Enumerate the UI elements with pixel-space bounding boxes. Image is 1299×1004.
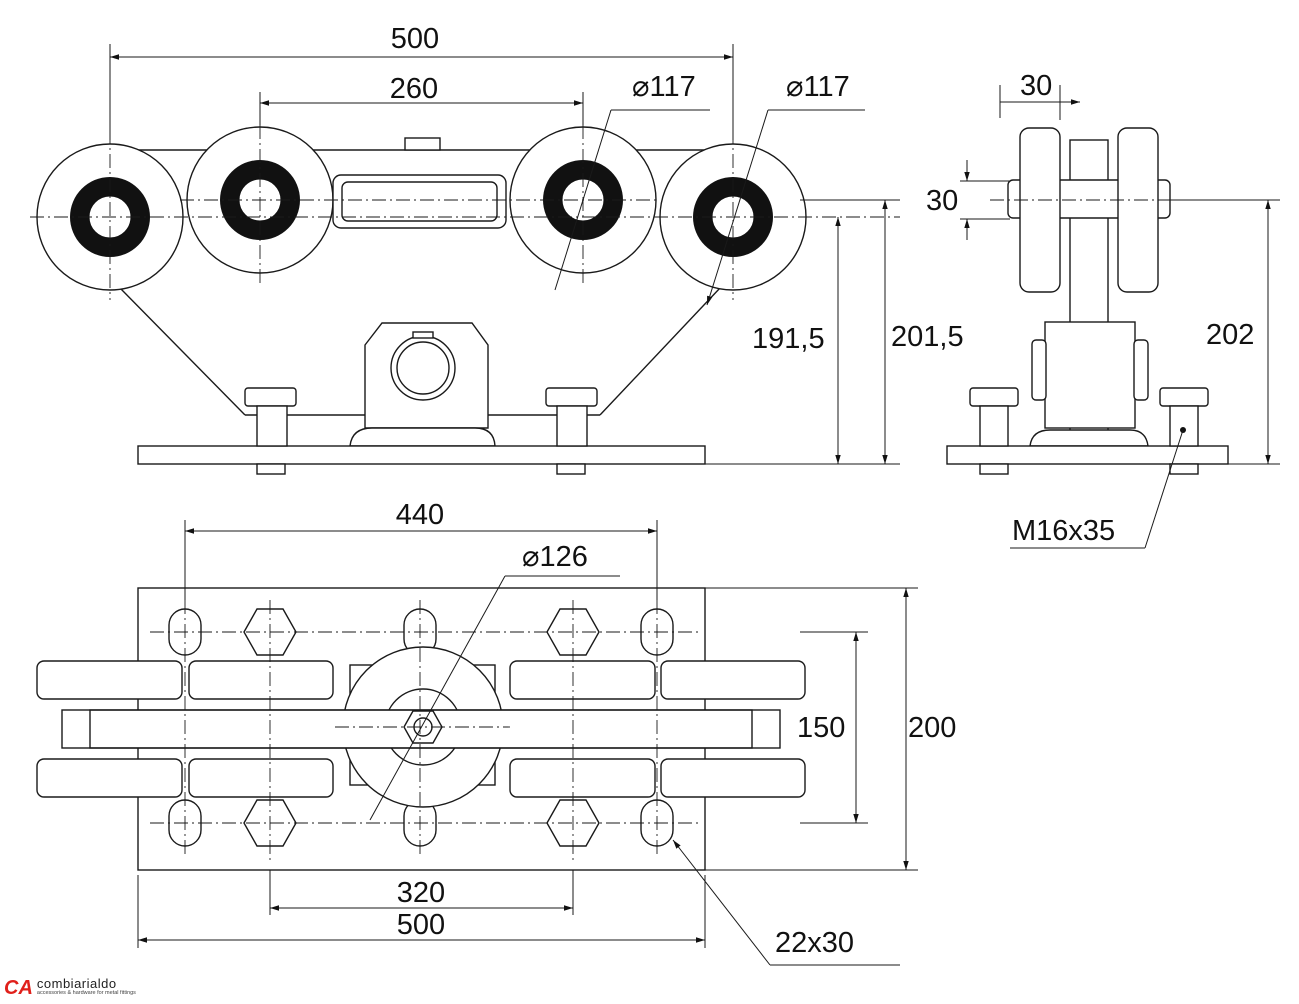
dim-height-1: 191,5 <box>752 323 825 355</box>
dim-side-width: 30 <box>1020 70 1052 102</box>
bolt <box>244 387 297 475</box>
top-view: 440 ⌀126 150 200 320 500 22x30 <box>36 499 956 966</box>
front-view: 500 260 ⌀117 ⌀117 191,5 201,5 <box>30 23 964 475</box>
dim-bolt: M16x35 <box>1012 515 1115 547</box>
dim-top-disc: ⌀126 <box>522 541 588 573</box>
logo-mark: CA <box>4 977 33 999</box>
side-view: 30 30 202 M16x35 <box>926 70 1280 549</box>
dim-top-slots: 440 <box>396 499 444 531</box>
dim-side-axle: 30 <box>926 185 958 217</box>
dim-front-inner: 260 <box>390 73 438 105</box>
bolt <box>545 387 598 475</box>
dim-top-bolts: 320 <box>397 877 445 909</box>
logo-tagline: accessories & hardware for metal fitting… <box>36 990 136 996</box>
dim-front-wheelbase: 500 <box>391 23 439 55</box>
dim-slot-size: 22x30 <box>775 927 854 959</box>
dim-wheel-diameter-1: ⌀117 <box>632 71 696 103</box>
rollers <box>36 660 806 798</box>
dim-wheel-diameter-2: ⌀117 <box>786 71 850 103</box>
dim-top-length: 500 <box>397 909 445 941</box>
logo-name: combiarialdo <box>36 976 117 991</box>
brand-logo: CA combiarialdo accessories & hardware f… <box>4 976 136 999</box>
dim-side-height: 202 <box>1206 319 1254 351</box>
dim-height-2: 201,5 <box>891 321 964 353</box>
dim-top-outer-width: 200 <box>908 712 956 744</box>
dim-top-inner-width: 150 <box>797 712 845 744</box>
